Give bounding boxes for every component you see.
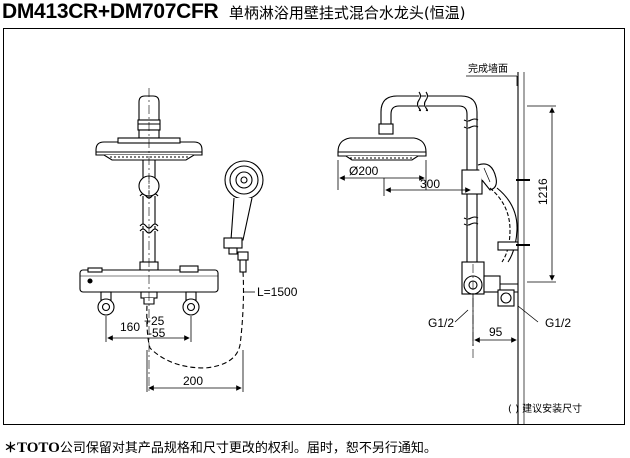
dim-height: 1216 bbox=[536, 178, 550, 205]
thread-left-label: G1/2 bbox=[428, 316, 454, 330]
dim-tolerance-plus: +25 bbox=[144, 314, 165, 328]
dim-bottom-width: 200 bbox=[183, 374, 203, 388]
disclaimer-text: 公司保留对其产品规格和尺寸更改的权利。届时，恕不另行通知。 bbox=[59, 441, 437, 456]
brand-name: TOTO bbox=[17, 440, 60, 456]
dim-head-diameter: Ø200 bbox=[349, 164, 379, 178]
asterisk-mark: ＊ bbox=[4, 441, 18, 456]
disclaimer: ＊TOTO公司保留对其产品规格和尺寸更改的权利。届时，恕不另行通知。 bbox=[4, 437, 437, 457]
hose-length-label: L=1500 bbox=[257, 285, 298, 299]
dim-tolerance-minus: -55 bbox=[148, 326, 166, 340]
title-bar: DM413CR+DM707CFR 单柄淋浴用壁挂式混合水龙头(恒温) bbox=[2, 0, 466, 30]
thread-right-label: G1/2 bbox=[545, 316, 571, 330]
wall-surface-label: 完成墙面 bbox=[468, 62, 508, 75]
dim-center-distance: 160 bbox=[120, 320, 140, 334]
labels: L=1500 160 +25 -55 200 完成墙面 Ø200 300 121… bbox=[120, 62, 582, 415]
dim-depth: 95 bbox=[489, 325, 503, 339]
dim-arm-length: 300 bbox=[420, 177, 440, 191]
drawing-frame bbox=[3, 28, 625, 425]
front-dimensions bbox=[105, 88, 255, 392]
side-view bbox=[337, 72, 530, 424]
product-title: 单柄淋浴用壁挂式混合水龙头(恒温) bbox=[228, 3, 466, 22]
front-view bbox=[79, 95, 264, 369]
side-dimensions bbox=[337, 75, 556, 358]
model-number: DM413CR+DM707CFR bbox=[2, 0, 219, 23]
legend-note: ( ) 建议安装尺寸 bbox=[508, 402, 582, 415]
